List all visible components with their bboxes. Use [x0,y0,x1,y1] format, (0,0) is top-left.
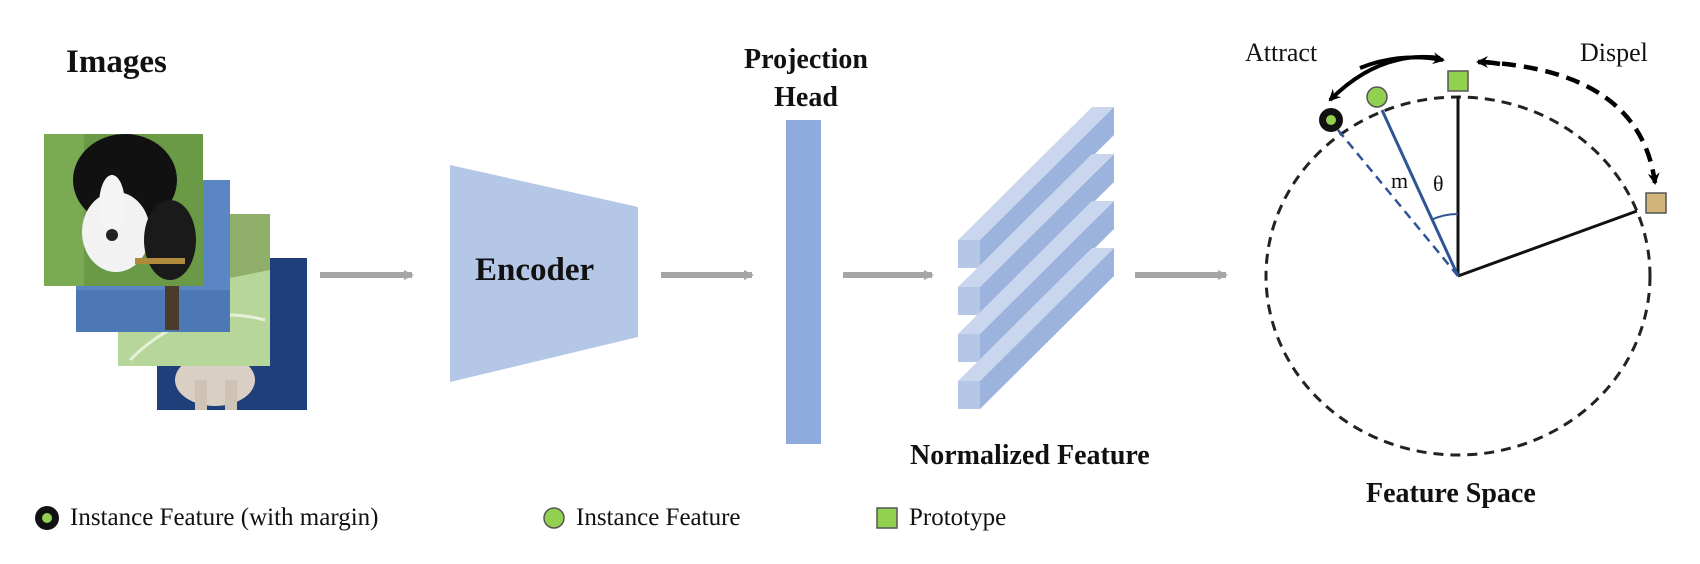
legend-item-instance-feature-margin: Instance Feature (with margin) [34,500,378,536]
feature-space-label: Feature Space [1366,478,1536,509]
legend-label: Prototype [909,504,1007,531]
prototype-point [1447,70,1469,92]
legend-label: Instance Feature [576,504,741,531]
image-thumbnail-1 [44,134,203,286]
theta-arc [1430,212,1459,221]
instance-feature-margin-icon [35,506,59,530]
instance-feature-line [1380,109,1460,277]
projection-head-label-line2: Head [774,82,838,113]
feature-slab-1 [958,107,1114,268]
encoder-label: Encoder [475,252,595,288]
image-stack [44,134,307,410]
feature-space [1264,52,1667,457]
instance-feature-icon [543,507,565,529]
margin-symbol: m [1391,168,1409,193]
feature-slab-2 [958,154,1114,315]
normalized-feature-stack [958,107,1114,409]
dispel-arrow [1479,59,1660,185]
instance-feature-point [1366,86,1388,108]
images-label: Images [66,44,167,80]
normalized-feature-label: Normalized Feature [910,440,1150,471]
other-prototype-point [1645,192,1667,214]
legend-item-prototype: Prototype [875,500,1006,536]
attract-label: Attract [1245,38,1318,67]
theta-symbol: θ [1433,171,1444,196]
projection-head-label-line1: Projection [744,44,868,75]
legend-label: Instance Feature (with margin) [70,504,379,531]
prototype-icon [876,507,898,529]
feature-slab-3 [958,201,1114,362]
projection-head-bar [786,120,821,444]
feature-slab-4 [958,248,1114,409]
legend-item-instance-feature: Instance Feature [542,500,741,536]
second-prototype-radius-line [1457,209,1638,278]
encoder-block [450,165,638,382]
margin-feature-line [1337,129,1459,277]
dispel-label: Dispel [1580,38,1648,67]
